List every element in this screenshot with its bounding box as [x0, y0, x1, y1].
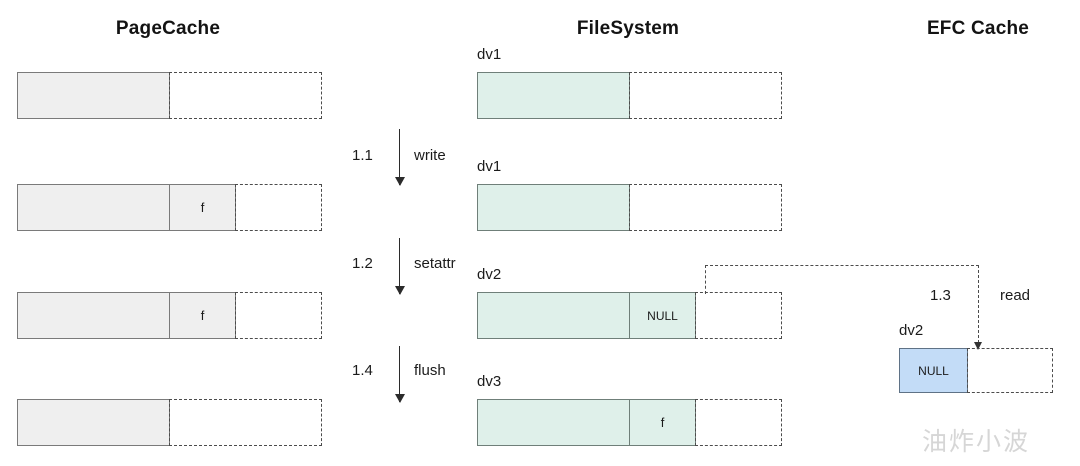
filesystem-row2-dashed — [629, 184, 782, 231]
filesystem-row3-version: dv2 — [477, 266, 502, 283]
column-title-pagecache: PageCache — [115, 18, 221, 39]
pagecache-row2-cell: f — [169, 184, 236, 231]
pagecache-row3-cell: f — [169, 292, 236, 339]
filesystem-row2-body — [477, 184, 630, 231]
read-step-number: 1.3 — [930, 287, 951, 304]
filesystem-row4-cell: f — [629, 399, 696, 446]
step-operation-3: flush — [414, 362, 446, 379]
read-connector-horizontal — [705, 265, 979, 266]
filesystem-row1-dashed — [629, 72, 782, 119]
flow-arrow-3 — [394, 346, 405, 403]
filesystem-row3-dashed — [695, 292, 782, 339]
flow-arrow-1 — [394, 129, 405, 186]
pagecache-row2-dashed — [235, 184, 322, 231]
column-title-efc-cache: EFC Cache — [926, 18, 1030, 39]
pagecache-row1-dashed — [169, 72, 322, 119]
filesystem-row3-body — [477, 292, 630, 339]
efc-cache-version: dv2 — [899, 322, 924, 339]
efc-cache-dashed — [967, 348, 1053, 393]
pagecache-row3-dashed — [235, 292, 322, 339]
pagecache-row4-dashed — [169, 399, 322, 446]
efc-cache-body: NULL — [899, 348, 968, 393]
filesystem-row2-version: dv1 — [477, 158, 502, 175]
filesystem-row4-body — [477, 399, 630, 446]
step-number-3: 1.4 — [352, 362, 373, 379]
step-number-2: 1.2 — [352, 255, 373, 272]
read-connector-arrow — [974, 265, 982, 350]
watermark: 油炸小波 — [922, 427, 1031, 456]
filesystem-row4-dashed — [695, 399, 782, 446]
flow-arrow-2 — [394, 238, 405, 295]
filesystem-row3-cell: NULL — [629, 292, 696, 339]
filesystem-row4-version: dv3 — [477, 373, 502, 390]
filesystem-row1-version: dv1 — [477, 46, 502, 63]
pagecache-row1-body — [17, 72, 170, 119]
column-title-filesystem: FileSystem — [576, 18, 680, 39]
step-operation-1: write — [414, 147, 446, 164]
step-operation-2: setattr — [414, 255, 456, 272]
pagecache-row4-body — [17, 399, 170, 446]
read-connector-stub — [705, 265, 706, 294]
filesystem-row1-body — [477, 72, 630, 119]
pagecache-row2-body — [17, 184, 170, 231]
pagecache-row3-body — [17, 292, 170, 339]
read-step-operation: read — [1000, 287, 1031, 304]
step-number-1: 1.1 — [352, 147, 373, 164]
